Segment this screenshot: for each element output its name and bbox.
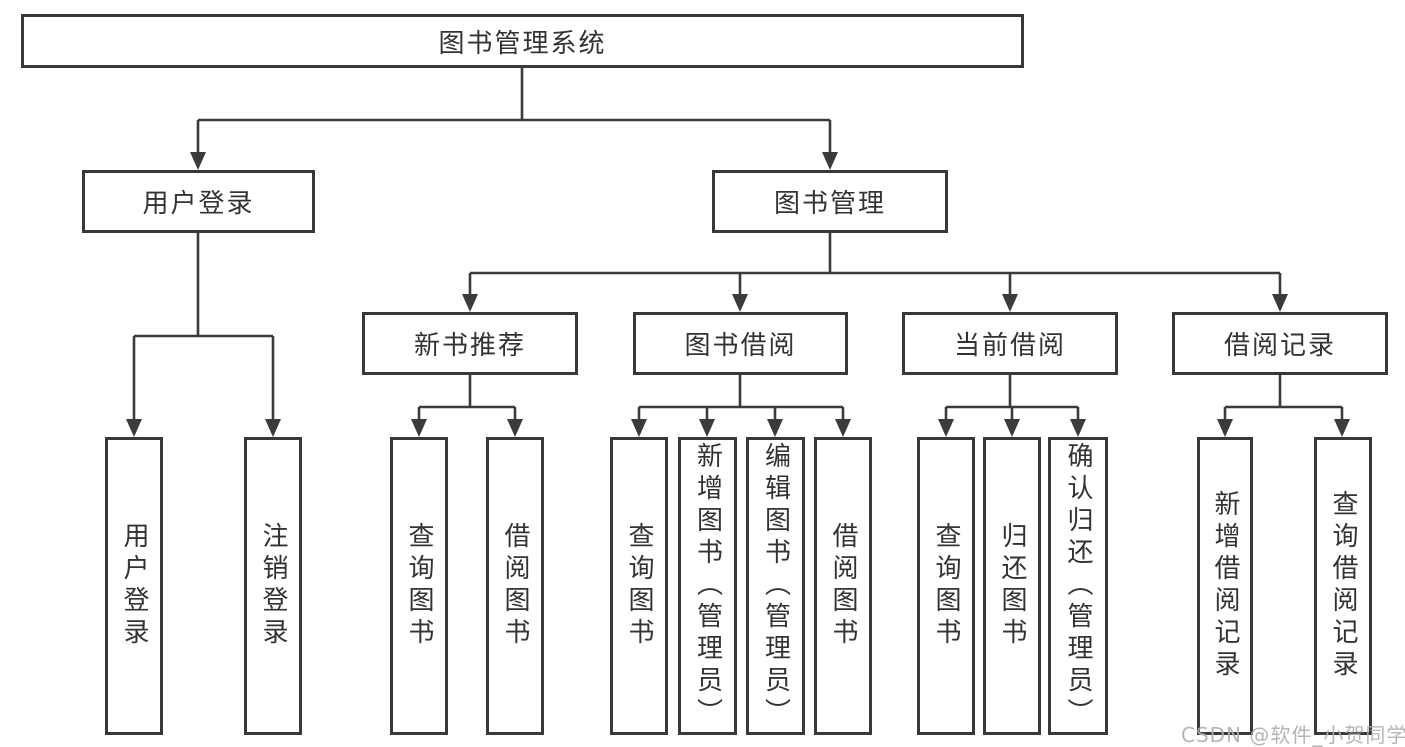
arrow-down-icon [938, 419, 954, 437]
arrow-down-icon [1272, 294, 1288, 312]
node-current-borrowing: 当前借阅 [902, 312, 1118, 375]
node-root: 图书管理系统 [21, 14, 1024, 68]
arrow-down-icon [1070, 419, 1086, 437]
leaf-label: 编辑图书（管理员） [760, 442, 791, 730]
arrow-down-icon [411, 419, 427, 437]
node-user-login: 用户登录 [82, 170, 315, 233]
leaf-label: 归还图书 [997, 522, 1027, 650]
leaf-user-login: 用户登录 [105, 437, 163, 735]
leaf-label: 新增借阅记录 [1210, 490, 1240, 682]
leaf-label: 借阅图书 [500, 522, 530, 650]
leaf-borrow-books: 借阅图书 [486, 437, 544, 735]
node-borrowing-records: 借阅记录 [1172, 312, 1388, 375]
csdn-watermark: CSDN @软件_小贺同学 [1181, 723, 1405, 747]
leaf-query-borrow-record: 查询借阅记录 [1314, 437, 1372, 735]
leaf-label: 查询图书 [624, 522, 654, 650]
leaf-label: 注销登录 [258, 522, 288, 650]
leaf-query-books: 查询图书 [390, 437, 448, 735]
leaf-label: 新增图书（管理员） [692, 442, 723, 730]
leaf-return-books: 归还图书 [983, 437, 1041, 735]
leaf-query-books: 查询图书 [610, 437, 668, 735]
leaf-add-books-admin: 新增图书（管理员） [678, 437, 737, 735]
node-book-management: 图书管理 [712, 170, 948, 233]
leaf-label: 借阅图书 [828, 522, 858, 650]
arrow-down-icon [822, 152, 838, 170]
leaf-edit-books-admin: 编辑图书（管理员） [746, 437, 805, 735]
arrow-down-icon [190, 152, 206, 170]
leaf-label: 查询图书 [931, 522, 961, 650]
node-book-borrowing: 图书借阅 [633, 312, 848, 375]
arrow-down-icon [1002, 294, 1018, 312]
node-new-book-recommendation: 新书推荐 [362, 312, 578, 375]
arrow-down-icon [1217, 419, 1233, 437]
arrow-down-icon [507, 419, 523, 437]
arrow-down-icon [462, 294, 478, 312]
leaf-label: 确认归还（管理员） [1063, 442, 1093, 730]
leaf-label: 用户登录 [119, 522, 149, 650]
arrow-down-icon [732, 294, 748, 312]
leaf-logout: 注销登录 [244, 437, 302, 735]
arrow-down-icon [1004, 419, 1020, 437]
leaf-label: 查询图书 [404, 522, 434, 650]
arrow-down-icon [265, 419, 281, 437]
arrow-down-icon [126, 419, 142, 437]
arrow-down-icon [835, 419, 851, 437]
leaf-confirm-return-admin: 确认归还（管理员） [1048, 437, 1108, 735]
arrow-down-icon [631, 419, 647, 437]
leaf-query-books: 查询图书 [917, 437, 975, 735]
leaf-label: 查询借阅记录 [1328, 490, 1358, 682]
arrow-down-icon [699, 419, 715, 437]
leaf-add-borrow-record: 新增借阅记录 [1197, 437, 1253, 735]
leaf-borrow-books: 借阅图书 [814, 437, 872, 735]
arrow-down-icon [767, 419, 783, 437]
arrow-down-icon [1334, 419, 1350, 437]
